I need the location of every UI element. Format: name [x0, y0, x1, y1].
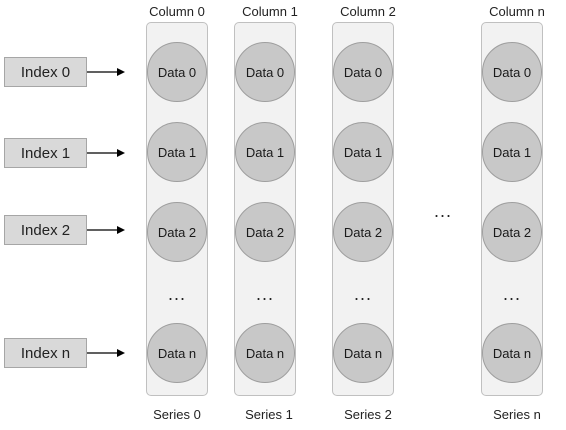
index-label: Index n — [20, 344, 71, 362]
column-header-1: Column 1 — [242, 4, 298, 19]
index-label: Index 0 — [20, 63, 71, 81]
vertical-ellipsis: ... — [255, 284, 274, 304]
arrow-right-icon — [87, 68, 125, 76]
index-label: Index 1 — [20, 144, 71, 162]
arrow-right-icon — [87, 149, 125, 157]
vertical-ellipsis: ... — [353, 284, 372, 304]
data-cell: Data 0 — [333, 42, 393, 102]
data-cell: Data 2 — [482, 202, 542, 262]
data-cell: Data 1 — [333, 122, 393, 182]
data-cell: Data 2 — [333, 202, 393, 262]
data-cell: Data 1 — [235, 122, 295, 182]
index-label: Index 2 — [20, 221, 71, 239]
data-cell: Data n — [333, 323, 393, 383]
column-header-n: Column n — [489, 4, 545, 19]
index-box-n: Index n — [4, 338, 87, 368]
column-header-2: Column 2 — [340, 4, 396, 19]
data-cell: Data 2 — [235, 202, 295, 262]
arrow-right-icon — [87, 349, 125, 357]
data-cell: Data 0 — [235, 42, 295, 102]
data-cell: Data 1 — [147, 122, 207, 182]
column-header-0: Column 0 — [149, 4, 205, 19]
index-box-2: Index 2 — [4, 215, 87, 245]
vertical-ellipsis: ... — [167, 284, 186, 304]
series-label-2: Series 2 — [344, 407, 392, 422]
data-cell: Data n — [235, 323, 295, 383]
series-label-1: Series 1 — [245, 407, 293, 422]
vertical-ellipsis: ... — [502, 284, 521, 304]
data-cell: Data 2 — [147, 202, 207, 262]
data-cell: Data 0 — [482, 42, 542, 102]
arrow-right-icon — [87, 226, 125, 234]
data-cell: Data 0 — [147, 42, 207, 102]
index-box-1: Index 1 — [4, 138, 87, 168]
data-cell: Data n — [482, 323, 542, 383]
index-box-0: Index 0 — [4, 57, 87, 87]
series-label-n: Series n — [493, 407, 541, 422]
data-cell: Data n — [147, 323, 207, 383]
data-cell: Data 1 — [482, 122, 542, 182]
series-label-0: Series 0 — [153, 407, 201, 422]
horizontal-ellipsis: ... — [433, 201, 452, 221]
